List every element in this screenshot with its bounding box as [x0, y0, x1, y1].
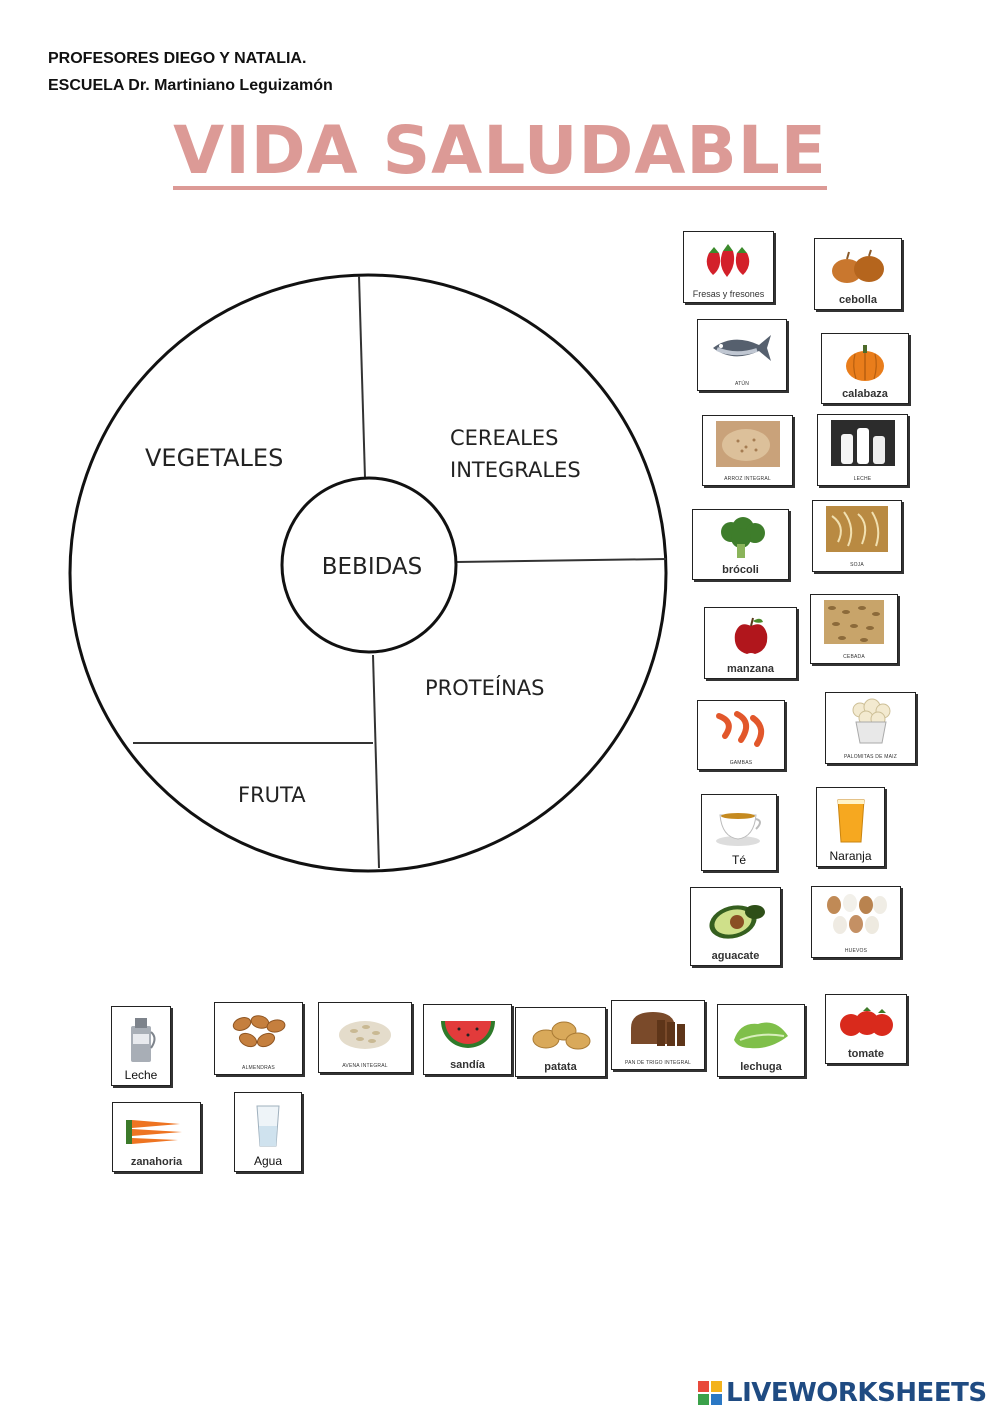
card-label: AVENA INTEGRAL — [342, 1063, 388, 1069]
eggs-icon — [818, 893, 894, 937]
pumpkin-icon — [828, 340, 902, 383]
divider-bottom — [372, 654, 380, 869]
card-atun[interactable]: ATÚN — [697, 319, 787, 391]
card-arroz[interactable]: ARROZ INTEGRAL — [702, 415, 793, 486]
section-cereales-line1: CEREALES — [450, 426, 558, 450]
card-naranja[interactable]: Naranja — [816, 787, 885, 867]
page-title-text: VIDA SALUDABLE — [173, 112, 827, 190]
card-label: lechuga — [740, 1061, 782, 1073]
card-huevos[interactable]: HUEVOS — [811, 886, 901, 958]
card-label: CEBADA — [843, 654, 865, 660]
lettuce-icon — [724, 1011, 798, 1056]
card-label: tomate — [847, 1048, 885, 1060]
section-fruta: FRUTA — [238, 783, 306, 807]
card-leche2[interactable]: Leche — [111, 1006, 171, 1086]
teachers-line: PROFESORES DIEGO Y NATALIA. — [48, 50, 307, 67]
card-label: PALOMITAS DE MAIZ — [844, 754, 897, 760]
logo-badge-icon — [698, 1381, 722, 1405]
card-label: cebolla — [839, 294, 877, 306]
card-label: calabaza — [842, 388, 888, 400]
card-label: Naranja — [829, 849, 872, 863]
card-manzana[interactable]: manzana — [704, 607, 797, 679]
bebidas-circle — [280, 476, 458, 654]
card-tomate[interactable]: tomate — [825, 994, 907, 1064]
card-aguacate[interactable]: aguacate — [690, 887, 781, 966]
card-agua[interactable]: Agua — [234, 1092, 302, 1172]
card-label: SOJA — [850, 562, 864, 568]
potato-icon — [522, 1014, 599, 1056]
divider-top — [358, 275, 366, 479]
apple-icon — [711, 614, 790, 658]
card-label: patata — [544, 1061, 577, 1073]
card-label: manzana — [726, 663, 775, 675]
section-bebidas: BEBIDAS — [322, 554, 423, 580]
school-line: ESCUELA Dr. Martiniano Leguizamón — [48, 77, 333, 94]
carrot-icon — [119, 1109, 194, 1151]
barley-icon — [817, 600, 891, 644]
card-lechuga[interactable]: lechuga — [717, 1004, 805, 1077]
card-soja[interactable]: SOJA — [812, 500, 902, 572]
card-te[interactable]: Té — [701, 794, 777, 871]
card-avena[interactable]: AVENA INTEGRAL — [318, 1002, 412, 1073]
section-cereales-line2: INTEGRALES — [450, 458, 581, 482]
section-vegetales: VEGETALES — [145, 444, 283, 472]
card-label: Fresas y fresones — [692, 289, 765, 299]
logo-text: LIVEWORKSHEETS — [726, 1378, 987, 1408]
card-gambas[interactable]: GAMBAS — [697, 700, 785, 770]
card-label: aguacate — [711, 950, 760, 962]
almonds-icon — [221, 1009, 296, 1054]
card-palomitas[interactable]: PALOMITAS DE MAIZ — [825, 692, 916, 764]
shrimp-icon — [704, 707, 778, 749]
food-plate-diagram: VEGETALES CEREALES INTEGRALES BEBIDAS PR… — [68, 273, 668, 873]
water-glass-icon — [241, 1099, 295, 1151]
bread-icon — [618, 1007, 698, 1049]
card-label: sandía — [450, 1059, 485, 1071]
card-label: Agua — [253, 1154, 283, 1168]
section-proteinas: PROTEÍNAS — [425, 675, 544, 700]
divider-right — [455, 558, 667, 563]
broccoli-icon — [699, 516, 782, 559]
card-cebolla[interactable]: cebolla — [814, 238, 902, 310]
rice-icon — [709, 420, 786, 467]
card-label: Leche — [124, 1068, 158, 1082]
card-label: HUEVOS — [844, 948, 868, 954]
card-sandia[interactable]: sandía — [423, 1004, 512, 1075]
tuna-icon — [704, 326, 780, 370]
popcorn-icon — [832, 698, 909, 744]
card-label: Té — [731, 853, 746, 867]
oats-icon — [325, 1009, 405, 1052]
card-pan[interactable]: PAN DE TRIGO INTEGRAL — [611, 1000, 705, 1070]
page-title: VIDA SALUDABLE — [0, 118, 1000, 190]
strawberry-icon — [690, 238, 767, 282]
card-leche1[interactable]: LECHE — [817, 414, 908, 486]
tomato-icon — [832, 1001, 900, 1043]
avocado-icon — [697, 894, 774, 945]
onion-icon — [821, 245, 895, 289]
card-cebada[interactable]: CEBADA — [810, 594, 898, 664]
orange-juice-icon — [823, 794, 878, 846]
card-patata[interactable]: patata — [515, 1007, 606, 1077]
card-label: GAMBAS — [729, 760, 753, 766]
card-label: LECHE — [853, 476, 872, 482]
soy-sprouts-icon — [819, 506, 895, 552]
card-calabaza[interactable]: calabaza — [821, 333, 909, 404]
card-fresas[interactable]: Fresas y fresones — [683, 231, 774, 303]
tea-cup-icon — [708, 801, 770, 850]
watermelon-icon — [430, 1011, 505, 1054]
card-brocoli[interactable]: brócoli — [692, 509, 789, 580]
card-label: zanahoria — [130, 1156, 183, 1168]
card-label: ALMENDRAS — [242, 1065, 275, 1071]
milk-bottles-icon — [824, 420, 901, 466]
card-label: ARROZ INTEGRAL — [724, 476, 771, 482]
card-label: brócoli — [722, 564, 759, 576]
card-zanahoria[interactable]: zanahoria — [112, 1102, 201, 1172]
card-label: PAN DE TRIGO INTEGRAL — [625, 1060, 691, 1066]
card-almendras[interactable]: ALMENDRAS — [214, 1002, 303, 1075]
card-label: ATÚN — [734, 381, 750, 387]
milk-jug-icon — [118, 1013, 164, 1065]
liveworksheets-logo: LIVEWORKSHEETS — [698, 1378, 987, 1408]
